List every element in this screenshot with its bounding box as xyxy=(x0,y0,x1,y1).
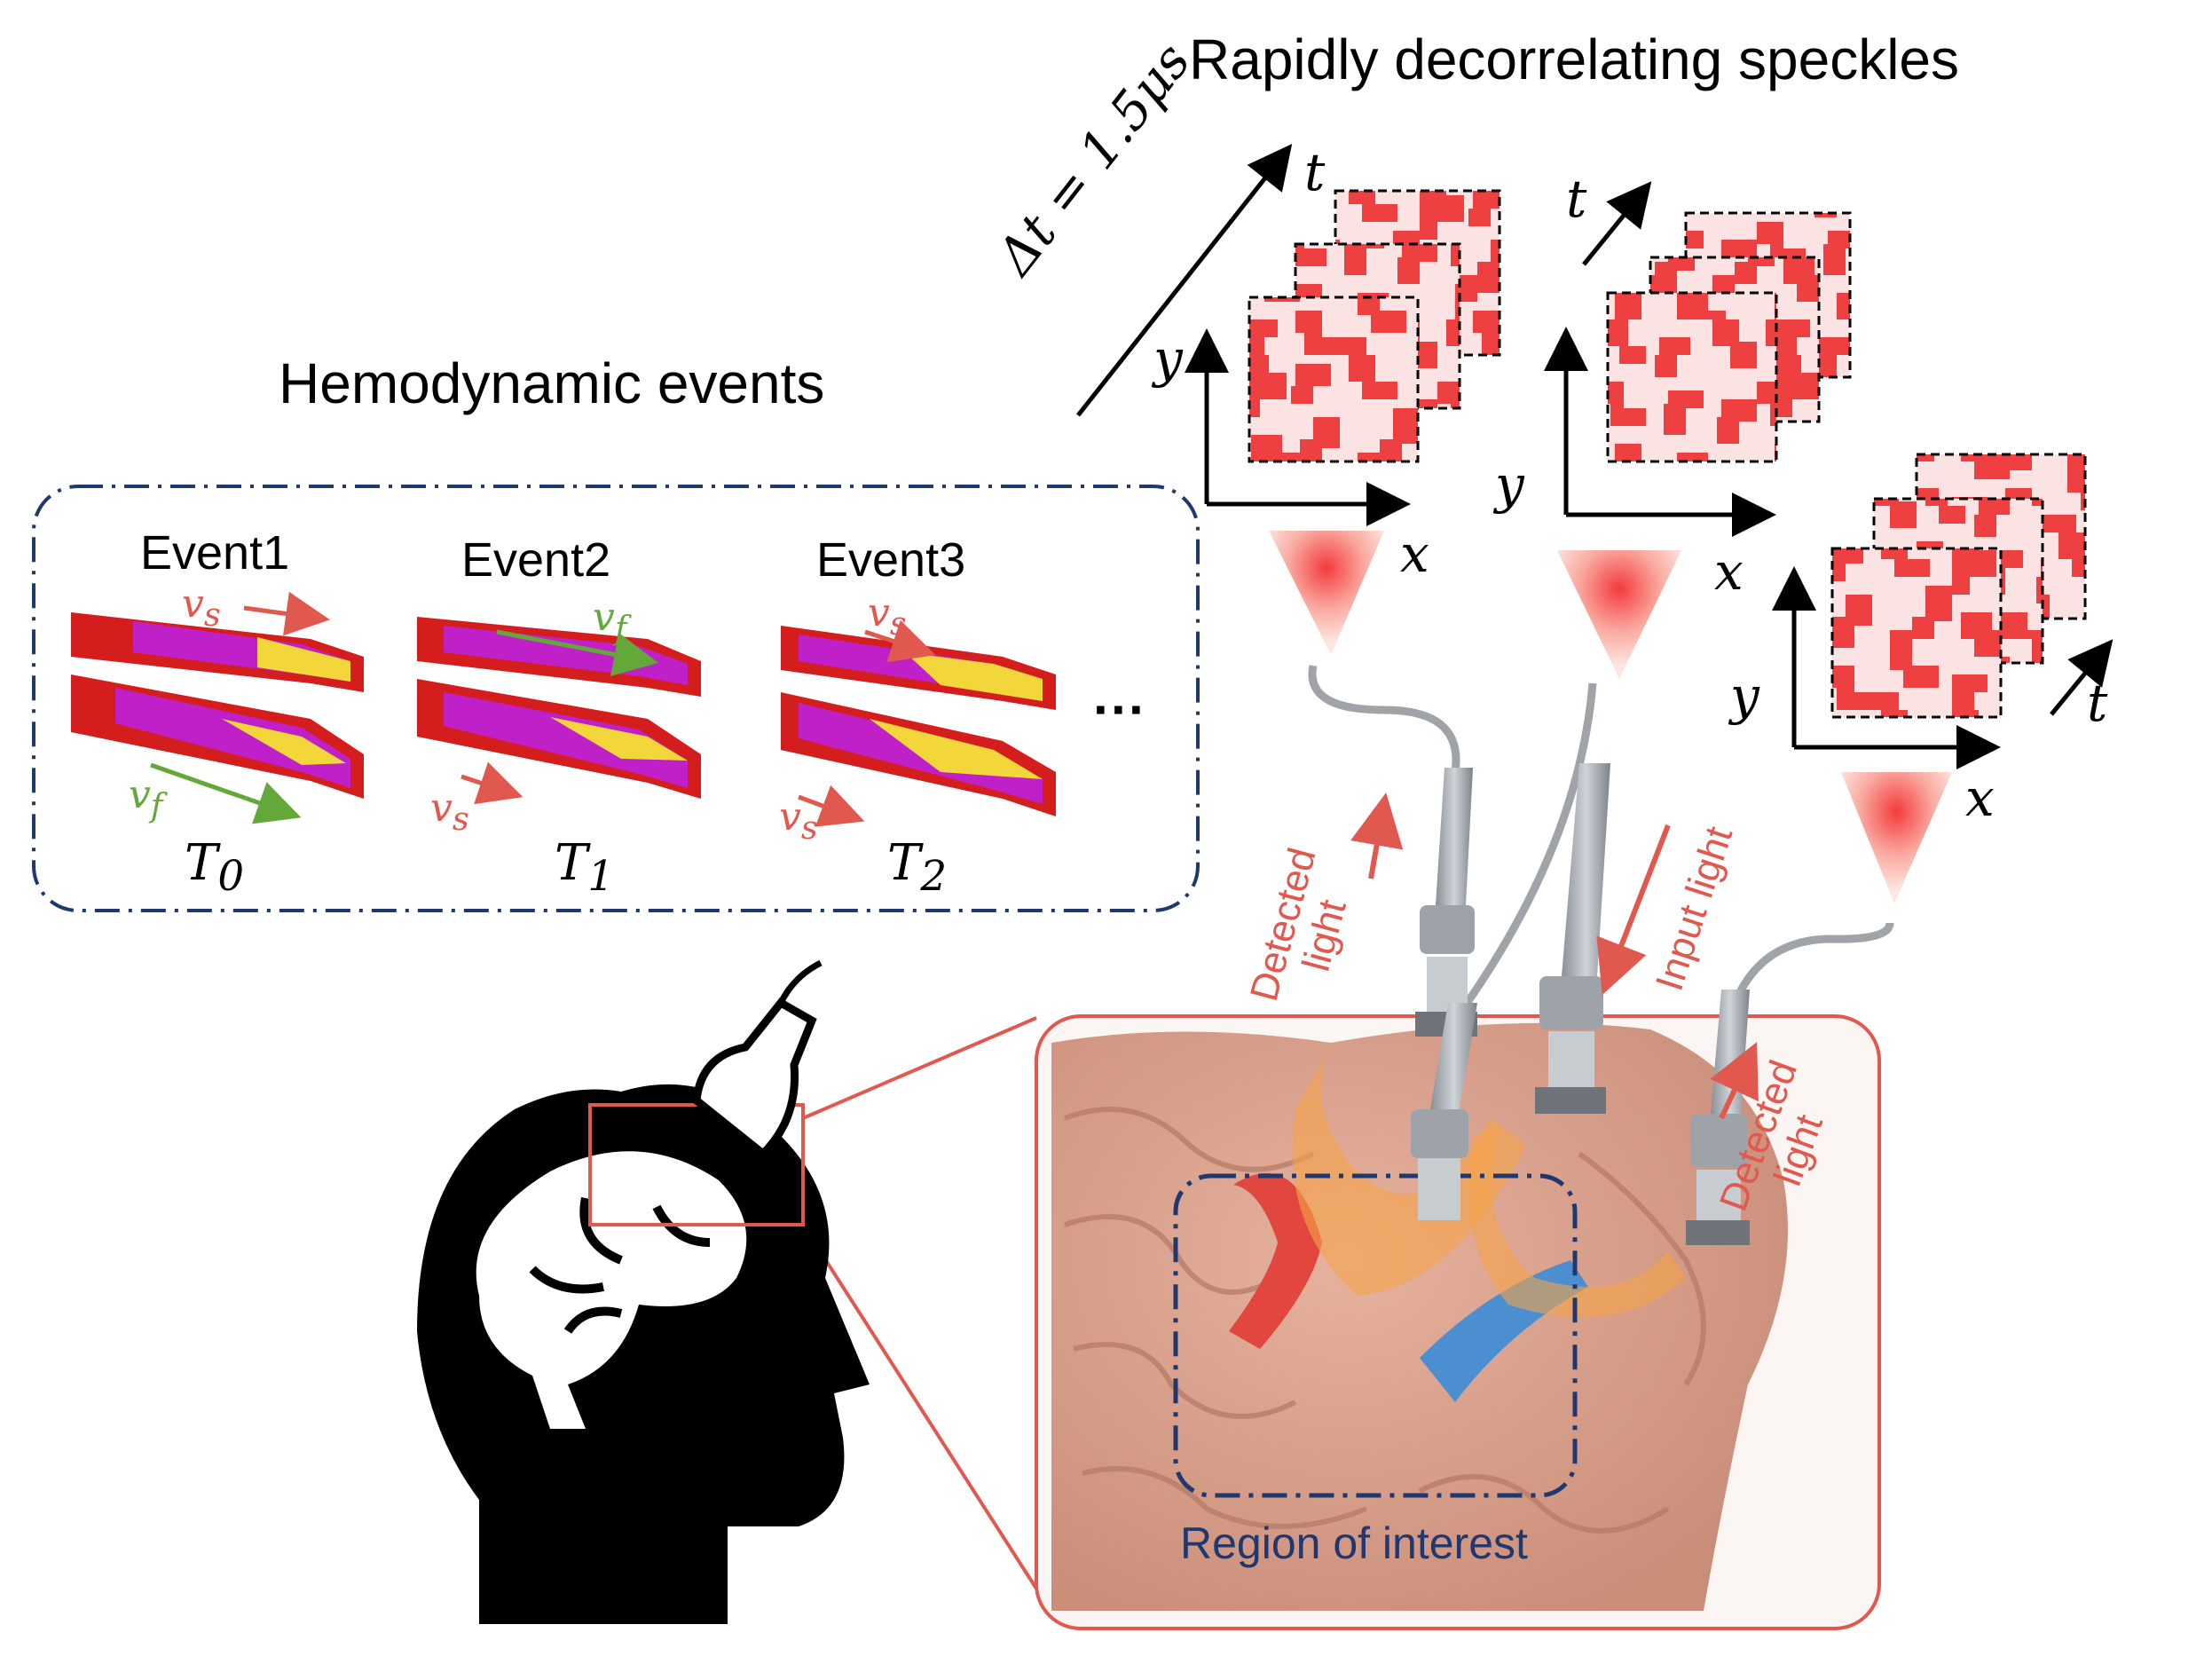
axis-x-label-3: x xyxy=(1965,768,1995,828)
fiber-connector-icon xyxy=(1411,1003,1477,1220)
event2-bottom-velocity: vs xyxy=(430,785,469,838)
vs-arrow-1 xyxy=(243,591,330,636)
roi-label: Region of interest xyxy=(1180,1518,1528,1568)
fiber-connector-icon xyxy=(1535,763,1610,1114)
event2-label: Event2 xyxy=(461,533,611,587)
zoom-line-bottom xyxy=(801,1223,1038,1590)
zoom-line-top xyxy=(802,1016,1037,1120)
event1-time: T0 xyxy=(185,834,245,902)
input-arrow xyxy=(1596,824,1671,996)
vf-arrow-2 xyxy=(496,629,658,677)
event3-time: T2 xyxy=(887,834,948,902)
fiber-cable xyxy=(1460,682,1597,1010)
light-cone-icon xyxy=(1269,531,1384,655)
axis-t-label-2: t xyxy=(1566,169,1587,229)
vf-arrow-1 xyxy=(150,762,302,824)
event3-label: Event3 xyxy=(816,533,966,587)
events-box xyxy=(32,485,1200,912)
axis-y-label-3: y xyxy=(1730,666,1759,726)
vessel-group-1 xyxy=(71,612,364,799)
light-path-orange xyxy=(1292,1047,1526,1296)
artery-red xyxy=(1229,1172,1322,1349)
axis-t-label-1: t xyxy=(1304,142,1326,202)
speckle-stack-3 xyxy=(1772,453,2114,769)
event1-bottom-velocity: vf xyxy=(129,772,163,824)
ultrasound-probe-icon xyxy=(692,959,823,1160)
event3-top-velocity: vs xyxy=(868,590,907,643)
axis-x-label-2: x xyxy=(1714,541,1744,602)
axis-y-label-1: y xyxy=(1153,328,1183,389)
ellipsis: ··· xyxy=(1093,680,1146,739)
fiber-cable xyxy=(1735,922,1894,997)
event3-bottom-velocity: vs xyxy=(779,794,818,847)
detected-arrow-left xyxy=(1350,793,1404,879)
axis-t-label-3: t xyxy=(2087,673,2108,733)
speckle-stack-1 xyxy=(1076,144,1501,526)
roi-box xyxy=(1173,1173,1578,1498)
speckles-title: Rapidly decorrelating speckles xyxy=(1189,28,1959,91)
axis-x-label-1: x xyxy=(1400,524,1429,584)
axis-y-label-2: y xyxy=(1495,454,1524,515)
fiber-cable xyxy=(1308,665,1460,773)
event2-time: T1 xyxy=(555,834,615,902)
light-path-orange xyxy=(1468,1127,1686,1318)
light-cone-icon xyxy=(1557,550,1681,679)
events-title: Hemodynamic events xyxy=(279,351,825,415)
event2-top-velocity: vf xyxy=(593,595,627,647)
vs-arrow-4 xyxy=(798,785,865,827)
light-cone-icon xyxy=(1841,772,1952,903)
vessel-group-3 xyxy=(781,626,1056,816)
event1-label: Event1 xyxy=(140,526,290,580)
speckle-stack-2 xyxy=(1544,181,1852,537)
detected-arrow-right xyxy=(1710,1042,1759,1120)
vs-arrow-2 xyxy=(461,761,523,805)
event1-top-velocity: vs xyxy=(182,581,221,634)
vs-arrow-3 xyxy=(864,619,936,663)
head-brain-icon xyxy=(417,1084,870,1624)
